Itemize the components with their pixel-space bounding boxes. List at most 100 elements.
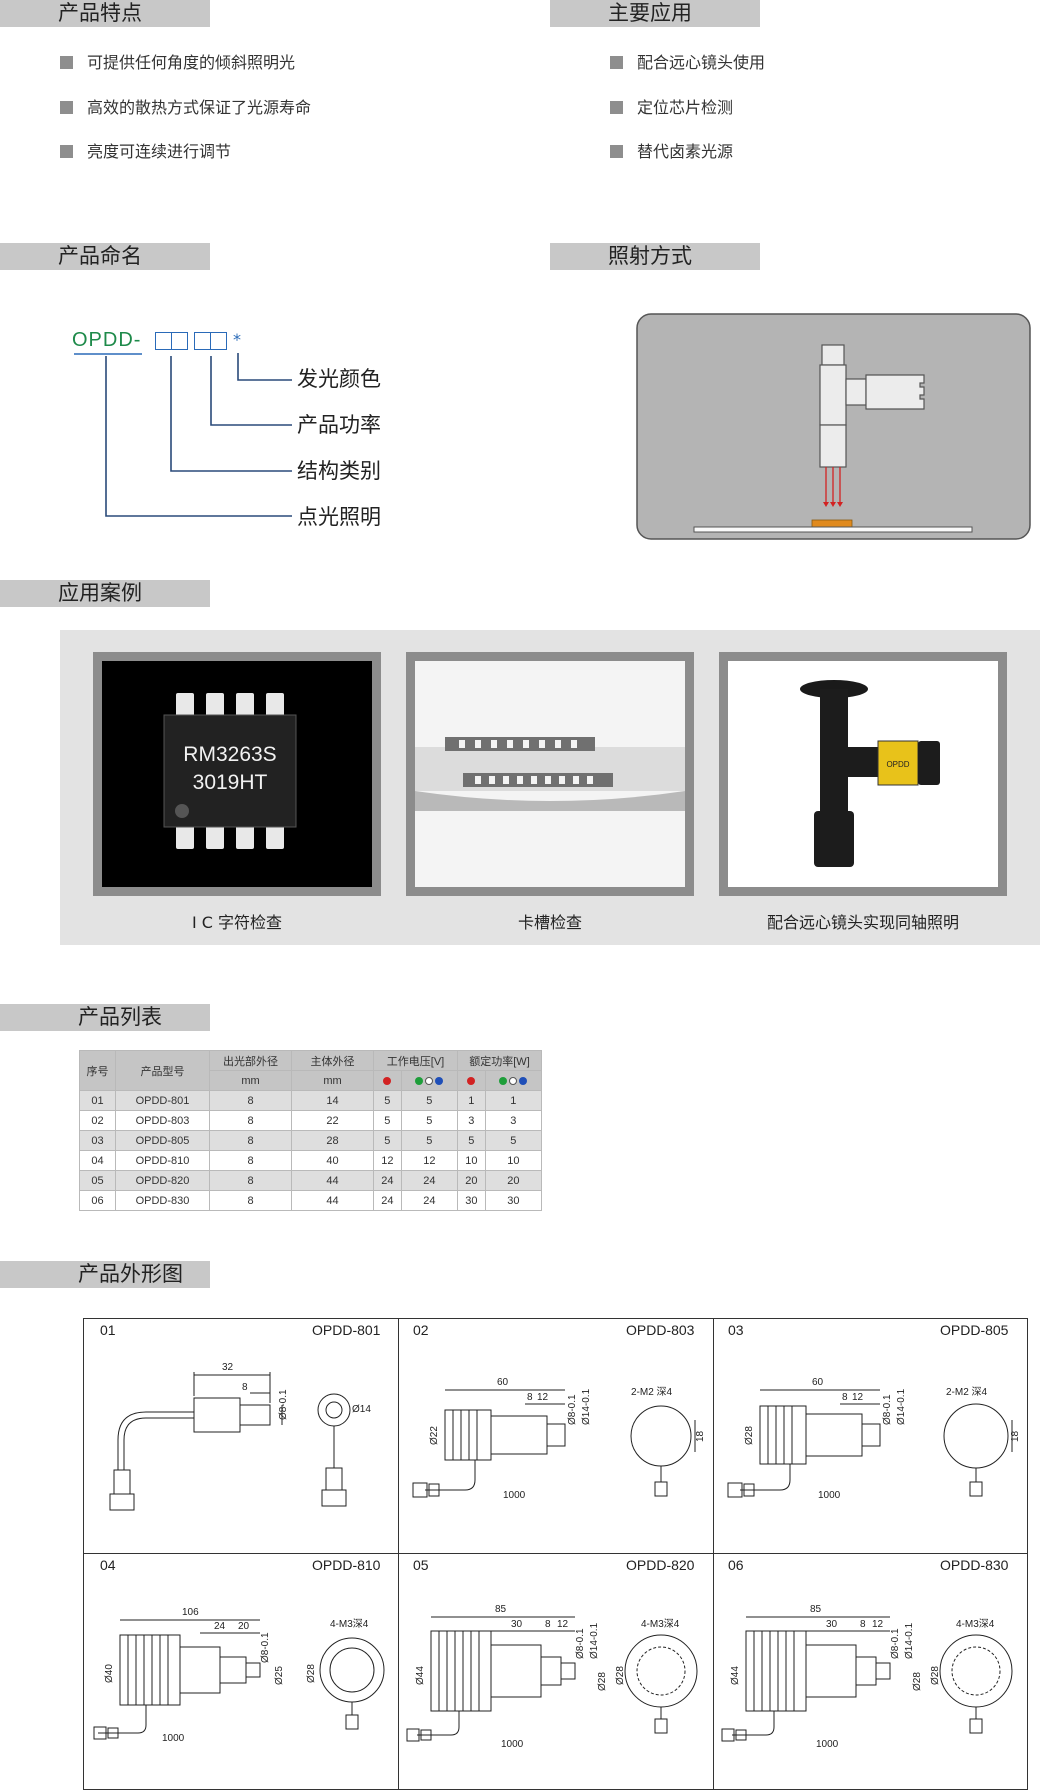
svg-text:Ø14-0.1: Ø14-0.1 bbox=[904, 1622, 915, 1659]
svg-text:85: 85 bbox=[495, 1604, 507, 1615]
case-image-ic: RM3263S 3019HT bbox=[93, 652, 381, 896]
th-model: 产品型号 bbox=[115, 1050, 210, 1091]
drawing-801: 32 8 Ø8-0.1 Ø14 bbox=[109, 1362, 371, 1511]
drawing-no: 01 bbox=[100, 1322, 116, 1338]
naming-star: * bbox=[233, 330, 241, 349]
bullet-square-icon bbox=[610, 56, 623, 69]
chip-text-line1: RM3263S bbox=[183, 743, 276, 766]
section-cases: 应用案例 bbox=[0, 580, 210, 607]
bullet-square-icon bbox=[60, 56, 73, 69]
drawing-820: 85 30 8 12 Ø8-0.1 Ø14-0.1 Ø28 Ø44 1000 4… bbox=[406, 1604, 698, 1750]
coaxial-label-text: OPDD bbox=[886, 760, 909, 769]
red-dot-icon bbox=[383, 1076, 392, 1085]
drawing-no: 04 bbox=[100, 1557, 116, 1573]
case-caption-coaxial: 配合远心镜头实现同轴照明 bbox=[766, 913, 959, 932]
red-dot-icon bbox=[467, 1076, 476, 1085]
bullet-square-icon bbox=[610, 145, 623, 158]
ic-chip-photo: RM3263S 3019HT bbox=[102, 661, 372, 887]
green-dot-icon bbox=[499, 1076, 508, 1085]
slot-photo bbox=[415, 661, 685, 887]
svg-text:Ø8-0.1: Ø8-0.1 bbox=[567, 1394, 578, 1425]
th-power: 额定功率[W] bbox=[457, 1050, 542, 1071]
th-body: 主体外径 bbox=[291, 1050, 374, 1071]
svg-text:Ø22: Ø22 bbox=[429, 1426, 440, 1445]
drawing-model: OPDD-830 bbox=[940, 1557, 1009, 1573]
svg-text:30: 30 bbox=[511, 1619, 523, 1630]
chip-text-line2: 3019HT bbox=[193, 771, 268, 794]
svg-text:18: 18 bbox=[1010, 1430, 1020, 1442]
case-caption-ic: I C 字符检查 bbox=[191, 913, 283, 932]
naming-lines bbox=[74, 353, 292, 517]
naming-label-color: 发光颜色 bbox=[297, 367, 381, 391]
grid-divider bbox=[398, 1318, 399, 1790]
svg-text:Ø28: Ø28 bbox=[744, 1426, 755, 1445]
svg-text:Ø8-0.1: Ø8-0.1 bbox=[260, 1632, 271, 1663]
drawing-830: 85 30 8 12 Ø8-0.1 Ø14-0.1 Ø28 Ø44 1000 4… bbox=[721, 1604, 1013, 1750]
feature-item: 高效的散热方式保证了光源寿命 bbox=[60, 98, 311, 118]
illumination-diagram bbox=[636, 313, 1031, 540]
naming-box bbox=[171, 332, 188, 350]
th-unit: mm bbox=[209, 1070, 292, 1091]
case-image-slot bbox=[406, 652, 694, 896]
drawing-no: 06 bbox=[728, 1557, 744, 1573]
svg-text:8: 8 bbox=[527, 1392, 533, 1403]
blue-dot-icon bbox=[519, 1076, 528, 1085]
application-item: 替代卤素光源 bbox=[610, 142, 733, 162]
svg-text:60: 60 bbox=[812, 1377, 824, 1388]
svg-text:Ø28: Ø28 bbox=[930, 1666, 941, 1685]
svg-text:Ø8-0.1: Ø8-0.1 bbox=[575, 1628, 586, 1659]
th-unit: mm bbox=[291, 1070, 374, 1091]
feature-item: 可提供任何角度的倾斜照明光 bbox=[60, 53, 295, 73]
svg-text:1000: 1000 bbox=[503, 1490, 526, 1501]
svg-text:Ø28: Ø28 bbox=[306, 1664, 317, 1683]
svg-text:12: 12 bbox=[537, 1392, 549, 1403]
svg-text:2-M2 深4: 2-M2 深4 bbox=[631, 1386, 673, 1398]
svg-text:8: 8 bbox=[545, 1619, 551, 1630]
coaxial-light-photo: OPDD bbox=[728, 661, 998, 887]
naming-box bbox=[210, 332, 227, 350]
th-rgb-dots bbox=[484, 1070, 543, 1091]
grid-divider bbox=[83, 1553, 1028, 1554]
drawing-803: 60 8 12 Ø8-0.1 Ø14-0.1 Ø22 1000 2-M2 深4 … bbox=[412, 1377, 705, 1501]
grid-divider bbox=[713, 1318, 714, 1790]
th-rgb-dots bbox=[400, 1070, 459, 1091]
svg-text:4-M3深4: 4-M3深4 bbox=[330, 1618, 369, 1630]
th-red-dot bbox=[373, 1070, 402, 1091]
svg-text:Ø28: Ø28 bbox=[597, 1672, 608, 1691]
naming-label-spot: 点光照明 bbox=[297, 505, 381, 529]
section-applications: 主要应用 bbox=[550, 0, 760, 27]
svg-text:2-M2 深4: 2-M2 深4 bbox=[946, 1386, 988, 1398]
svg-text:Ø14-0.1: Ø14-0.1 bbox=[896, 1388, 907, 1425]
feature-item: 亮度可连续进行调节 bbox=[60, 142, 231, 162]
svg-text:20: 20 bbox=[238, 1621, 250, 1632]
svg-text:Ø8-0.1: Ø8-0.1 bbox=[278, 1389, 289, 1420]
svg-text:12: 12 bbox=[557, 1619, 569, 1630]
table-header-row: 序号 产品型号 出光部外径 主体外径 工作电压[V] 额定功率[W] bbox=[79, 1050, 542, 1091]
svg-text:8: 8 bbox=[842, 1392, 848, 1403]
svg-text:106: 106 bbox=[182, 1607, 199, 1618]
svg-text:Ø14: Ø14 bbox=[352, 1404, 371, 1415]
th-outer: 出光部外径 bbox=[209, 1050, 292, 1071]
svg-text:Ø14-0.1: Ø14-0.1 bbox=[581, 1388, 592, 1425]
table-unit-row: mm mm bbox=[80, 1070, 543, 1091]
naming-diagram: OPDD- * 发光颜色 产品功率 结构类别 点光照明 bbox=[70, 325, 420, 529]
section-list: 产品列表 bbox=[0, 1004, 210, 1031]
svg-text:4-M3深4: 4-M3深4 bbox=[641, 1618, 680, 1630]
svg-text:12: 12 bbox=[872, 1619, 884, 1630]
drawing-no: 05 bbox=[413, 1557, 429, 1573]
svg-text:60: 60 bbox=[497, 1377, 509, 1388]
svg-text:1000: 1000 bbox=[818, 1490, 841, 1501]
drawing-805: 60 8 12 Ø8-0.1 Ø14-0.1 Ø28 1000 2-M2 深4 … bbox=[727, 1377, 1020, 1501]
section-naming: 产品命名 bbox=[0, 243, 210, 270]
svg-text:30: 30 bbox=[826, 1619, 838, 1630]
blue-dot-icon bbox=[435, 1076, 444, 1085]
svg-text:8: 8 bbox=[860, 1619, 866, 1630]
th-voltage: 工作电压[V] bbox=[373, 1050, 458, 1071]
svg-text:Ø8-0.1: Ø8-0.1 bbox=[890, 1628, 901, 1659]
